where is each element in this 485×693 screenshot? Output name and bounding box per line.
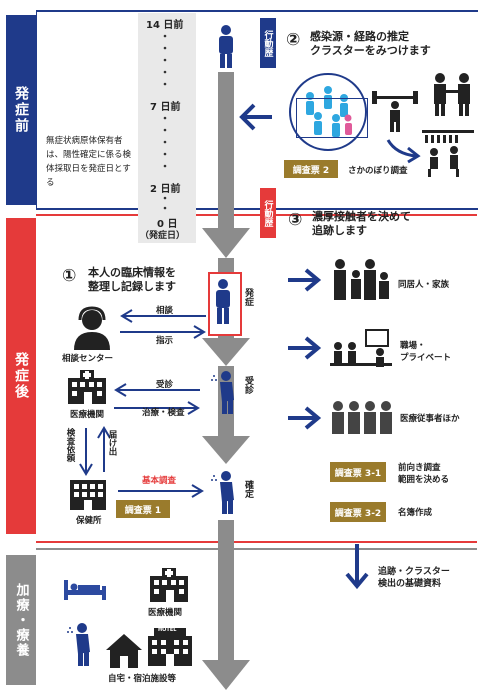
- arrow-to-medical: [288, 406, 322, 430]
- cluster-square-highlight: [296, 98, 368, 138]
- gym-icon: [372, 91, 418, 132]
- ticket-3-1: 調査票 3-1: [330, 462, 386, 482]
- step3-number: ③: [288, 210, 303, 230]
- consult-center-label: 相談センター: [62, 354, 114, 364]
- step1-title-1: 本人の臨床情報を: [88, 266, 176, 279]
- arrow-left-to-timeline: [239, 103, 272, 131]
- coughing-person-icon-2: [211, 471, 234, 514]
- timeline-day0: 0 日: [157, 219, 178, 230]
- step3-title-2: 追跡します: [312, 224, 367, 237]
- family-label: 同居人・家族: [398, 280, 450, 290]
- meeting-icon: [330, 329, 392, 367]
- section-treatment-frame: [36, 548, 477, 690]
- notify-label: 届け出: [107, 430, 117, 456]
- ticket-3-1-desc: 前向き調査 範囲を決める: [398, 463, 450, 485]
- coughing-person-icon-1: [211, 371, 234, 414]
- timeline-dots: [163, 34, 167, 210]
- timeline-day14: 14 日前: [146, 20, 184, 31]
- family-icon: [334, 259, 389, 300]
- hotel-sign: HOTEL: [158, 627, 177, 633]
- step3-title-1: 濃厚接触者を決めて: [312, 210, 411, 223]
- sick-person-icon: [67, 623, 90, 666]
- retro-survey-label: さかのぼり調査: [348, 166, 408, 176]
- person-icon-top: [219, 25, 233, 68]
- treat-test-label: 治療・検査: [142, 408, 185, 418]
- tracking-label: 追跡・クラスター 検出の基礎資料: [378, 567, 450, 589]
- basic-survey-label: 基本調査: [142, 476, 177, 486]
- health-center-label: 保健所: [76, 516, 102, 526]
- treatment-hospital-icon: [150, 568, 188, 602]
- home-hotel-label: 自宅・宿泊施設等: [108, 674, 177, 684]
- hospital-icon: [68, 370, 106, 404]
- cluster-circle-icon: [289, 73, 367, 151]
- ticket-2: 調査票 2: [284, 160, 338, 178]
- step2-title-1: 感染源・経路の推定: [310, 30, 409, 43]
- action-history-tab-top: 行動歴: [260, 18, 276, 68]
- step2-title-2: クラスターをみつけます: [310, 44, 431, 57]
- test-request-arrows: [79, 426, 111, 476]
- treatment-medical-label: 医療機関: [148, 608, 183, 618]
- retro-arrow: [386, 139, 421, 164]
- bed-icon: [64, 580, 106, 600]
- timeline-column: [138, 13, 196, 243]
- step2-number: ②: [286, 30, 301, 50]
- timeline-day7: 7 日前: [150, 102, 181, 113]
- basic-survey-arrow: [118, 484, 204, 498]
- asymptomatic-note: 無症状病原体保有者は、陽性確定に係る検体採取日を発症日とする: [46, 136, 132, 188]
- ticket-1: 調査票 1: [116, 500, 170, 518]
- action-history-tab-bottom: 行動歴: [260, 188, 276, 238]
- tracking-arrow: [345, 544, 369, 590]
- phase-treatment-label: 加療・療養: [6, 555, 36, 685]
- instruct-label: 指示: [156, 336, 174, 346]
- timeline-day0-sub: （発症日）: [140, 231, 186, 241]
- step1-number: ①: [62, 266, 77, 286]
- handshake-icon: [434, 73, 470, 116]
- health-center-icon: [70, 480, 106, 510]
- timeline-day2: 2 日前: [150, 184, 181, 195]
- bar-icon: [422, 130, 474, 177]
- onset-label: 発症: [243, 288, 253, 306]
- patient-icon: [216, 279, 230, 324]
- medical-staff-icon: [332, 401, 392, 434]
- phase-before-label: 発症前: [6, 15, 36, 205]
- confirm-label: 確定: [243, 480, 253, 498]
- consult-center-icon: [74, 306, 110, 350]
- hotel-icon: [148, 628, 192, 666]
- consult-label: 相談: [156, 306, 174, 316]
- home-icon: [106, 634, 142, 668]
- test-request-label: 検査依頼: [65, 428, 75, 462]
- visit-label: 受診: [156, 380, 174, 390]
- work-label: 職場・ プライベート: [400, 341, 452, 363]
- visit-v-label: 受診: [243, 376, 253, 394]
- consult-arrows: [120, 309, 206, 339]
- arrow-to-family: [288, 268, 322, 292]
- phase-after-label: 発症後: [6, 218, 36, 534]
- section-after-frame: [36, 214, 477, 543]
- medical-staff-label: 医療従事者ほか: [400, 414, 460, 424]
- step1-title-2: 整理し記録します: [88, 280, 176, 293]
- medical-inst-label: 医療機関: [70, 410, 105, 420]
- visit-arrows: [114, 383, 200, 415]
- arrow-to-work: [288, 336, 322, 360]
- section-before-frame: [36, 10, 478, 210]
- ticket-3-2-desc: 名簿作成: [398, 508, 433, 518]
- ticket-3-2: 調査票 3-2: [330, 502, 386, 522]
